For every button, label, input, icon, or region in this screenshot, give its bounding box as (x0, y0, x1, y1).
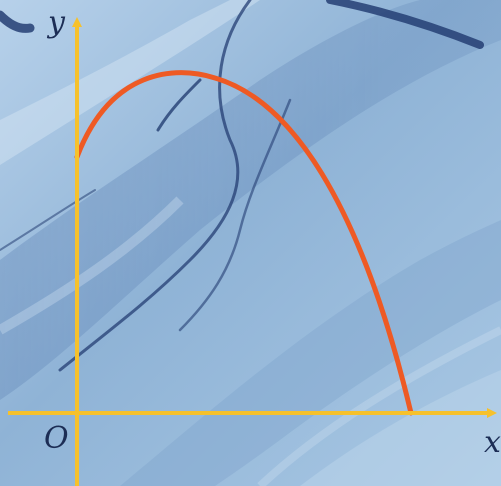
y-axis-label: y (48, 5, 65, 40)
x-axis-label: x (484, 425, 501, 460)
origin-label: O (44, 421, 69, 456)
ice-cracks (0, 0, 484, 372)
curve (74, 70, 414, 416)
